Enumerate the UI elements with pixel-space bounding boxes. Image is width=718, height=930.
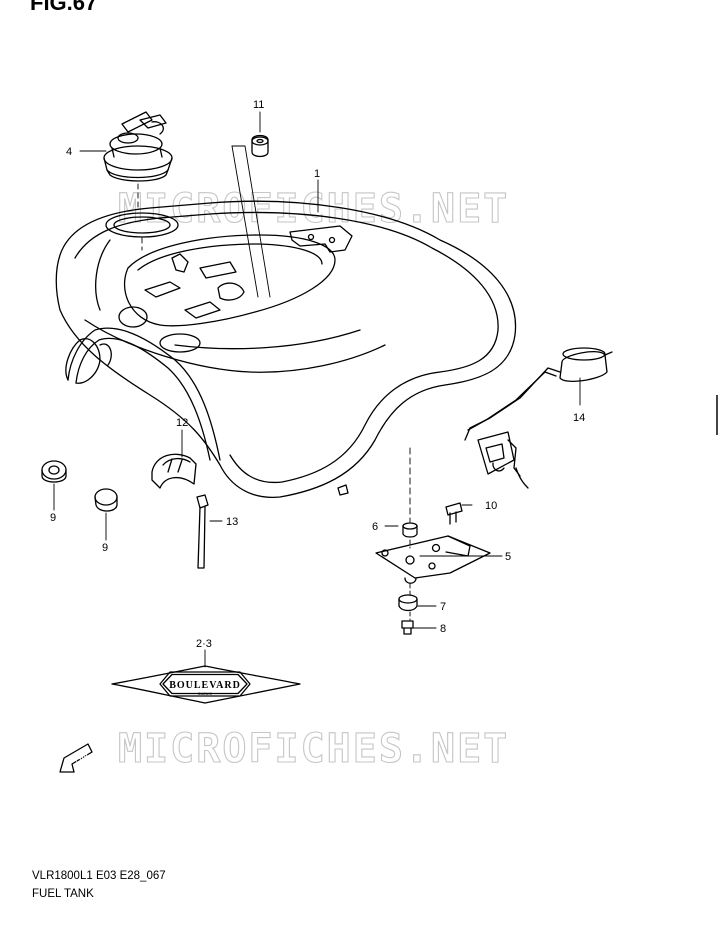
callout-11: 11 <box>253 99 264 111</box>
fuel-level-sender <box>464 347 613 489</box>
lower-bolt <box>401 620 414 635</box>
callout-1: 1 <box>314 168 320 180</box>
cushion-ring <box>41 460 67 483</box>
emblem-subtext: SUZUKI <box>198 691 213 696</box>
bracket-bolt <box>445 502 463 525</box>
page-edge-mark <box>716 395 718 435</box>
model-code: VLR1800L1 E03 E28_067 <box>32 870 166 882</box>
cushion-cap <box>94 488 118 512</box>
cable-tie <box>196 494 209 569</box>
watermark-top: MICROFICHES.NET <box>118 186 509 232</box>
section-name: FUEL TANK <box>32 888 94 900</box>
callout-9-cap: 9 <box>102 542 108 554</box>
tank-mounting-bracket <box>375 535 491 584</box>
fuel-cap <box>103 111 173 182</box>
figure-title: FIG.67 <box>30 0 98 15</box>
callout-12: 12 <box>176 417 188 429</box>
emblem-text: BOULEVARD <box>169 680 241 691</box>
bracket-cushion <box>402 522 418 538</box>
callout-13: 13 <box>226 516 238 528</box>
fwd-label: FWD <box>74 752 89 764</box>
callout-9-ring: 9 <box>50 512 56 524</box>
boulevard-emblem <box>111 665 301 704</box>
callout-2-3: 2·3 <box>196 638 212 650</box>
fuel-tank <box>55 200 517 499</box>
callout-4: 4 <box>66 146 72 158</box>
callout-7: 7 <box>440 601 446 613</box>
callout-14: 14 <box>573 412 585 424</box>
callout-5: 5 <box>505 551 511 563</box>
callout-10: 10 <box>485 500 497 512</box>
callout-8: 8 <box>440 623 446 635</box>
fwd-arrow-icon <box>59 743 93 773</box>
callout-leaders <box>53 111 581 668</box>
tank-cushion <box>251 134 269 158</box>
lower-cushion <box>398 594 418 612</box>
callout-6: 6 <box>372 521 378 533</box>
watermark-bottom: MICROFICHES.NET <box>118 726 509 772</box>
hose-clamp <box>151 453 197 489</box>
